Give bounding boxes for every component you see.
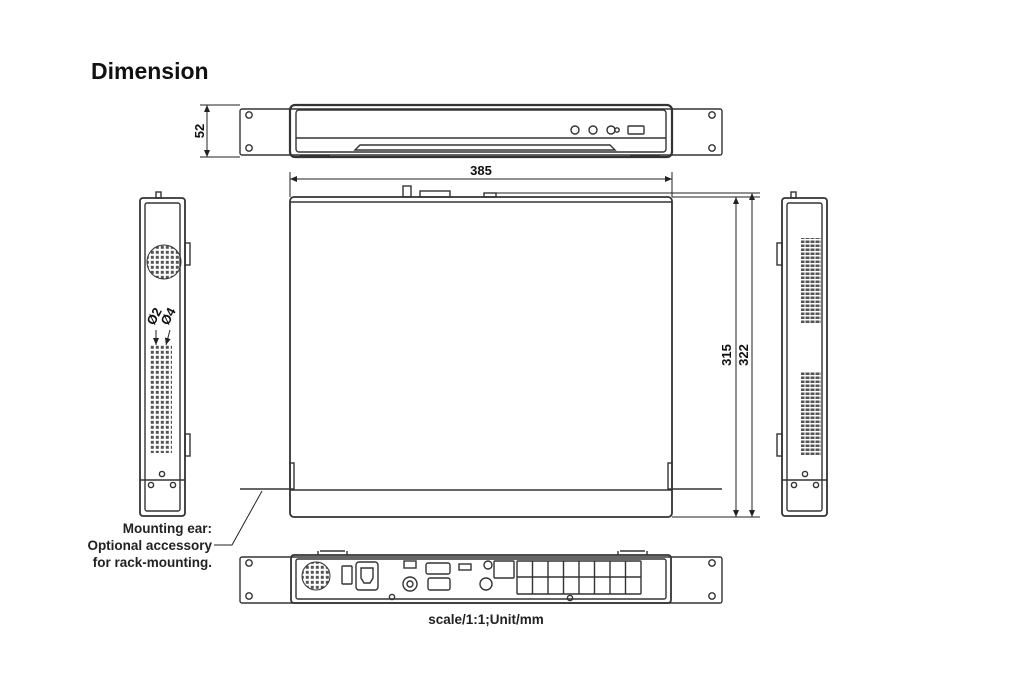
power-socket-icon <box>355 561 379 591</box>
dimension-315-322 <box>496 192 760 518</box>
hole-small-label: Ø2 <box>143 305 164 327</box>
mounting-ear-note-line2: Optional accessory <box>87 538 212 553</box>
front-led-3-icon <box>606 125 616 135</box>
right-vent-lower-icon <box>801 372 821 456</box>
lan-port-icon <box>493 560 515 579</box>
audio-jack-icon <box>402 576 418 592</box>
dimension-52 <box>200 104 240 158</box>
rear-view <box>239 550 723 604</box>
front-usb-port-icon <box>627 125 645 135</box>
left-vent-grille-icon <box>150 345 172 453</box>
front-view <box>239 103 723 159</box>
mounting-ear-note: Mounting ear: Optional accessory for rac… <box>60 520 212 571</box>
vga-port-icon <box>425 562 451 575</box>
front-led-1-icon <box>570 125 580 135</box>
scale-note: scale/1:1;Unit/mm <box>428 612 544 627</box>
mounting-ear-note-line3: for rack-mounting. <box>92 555 212 570</box>
rear-fan-grille-icon <box>301 561 331 591</box>
depth-total-label: 322 <box>736 344 751 366</box>
front-height-label: 52 <box>192 124 207 138</box>
width-label: 385 <box>470 163 492 178</box>
page-title: Dimension <box>91 58 209 84</box>
power-switch-icon <box>341 565 353 585</box>
hole-large-label: Ø4 <box>157 304 179 327</box>
hdmi-port-icon <box>427 577 451 591</box>
mounting-ear-note-line1: Mounting ear: <box>122 521 212 536</box>
right-vent-upper-icon <box>801 238 821 324</box>
ground-screw-icon <box>483 560 493 570</box>
right-side-view <box>776 191 828 517</box>
mounting-ear-leader <box>214 490 263 546</box>
depth-body-label: 315 <box>719 344 734 366</box>
front-led-2-icon <box>588 125 598 135</box>
left-fan-grille-icon <box>146 244 182 280</box>
bnc-connector-icon <box>479 577 493 591</box>
left-side-view <box>139 191 191 517</box>
top-view <box>240 185 722 518</box>
